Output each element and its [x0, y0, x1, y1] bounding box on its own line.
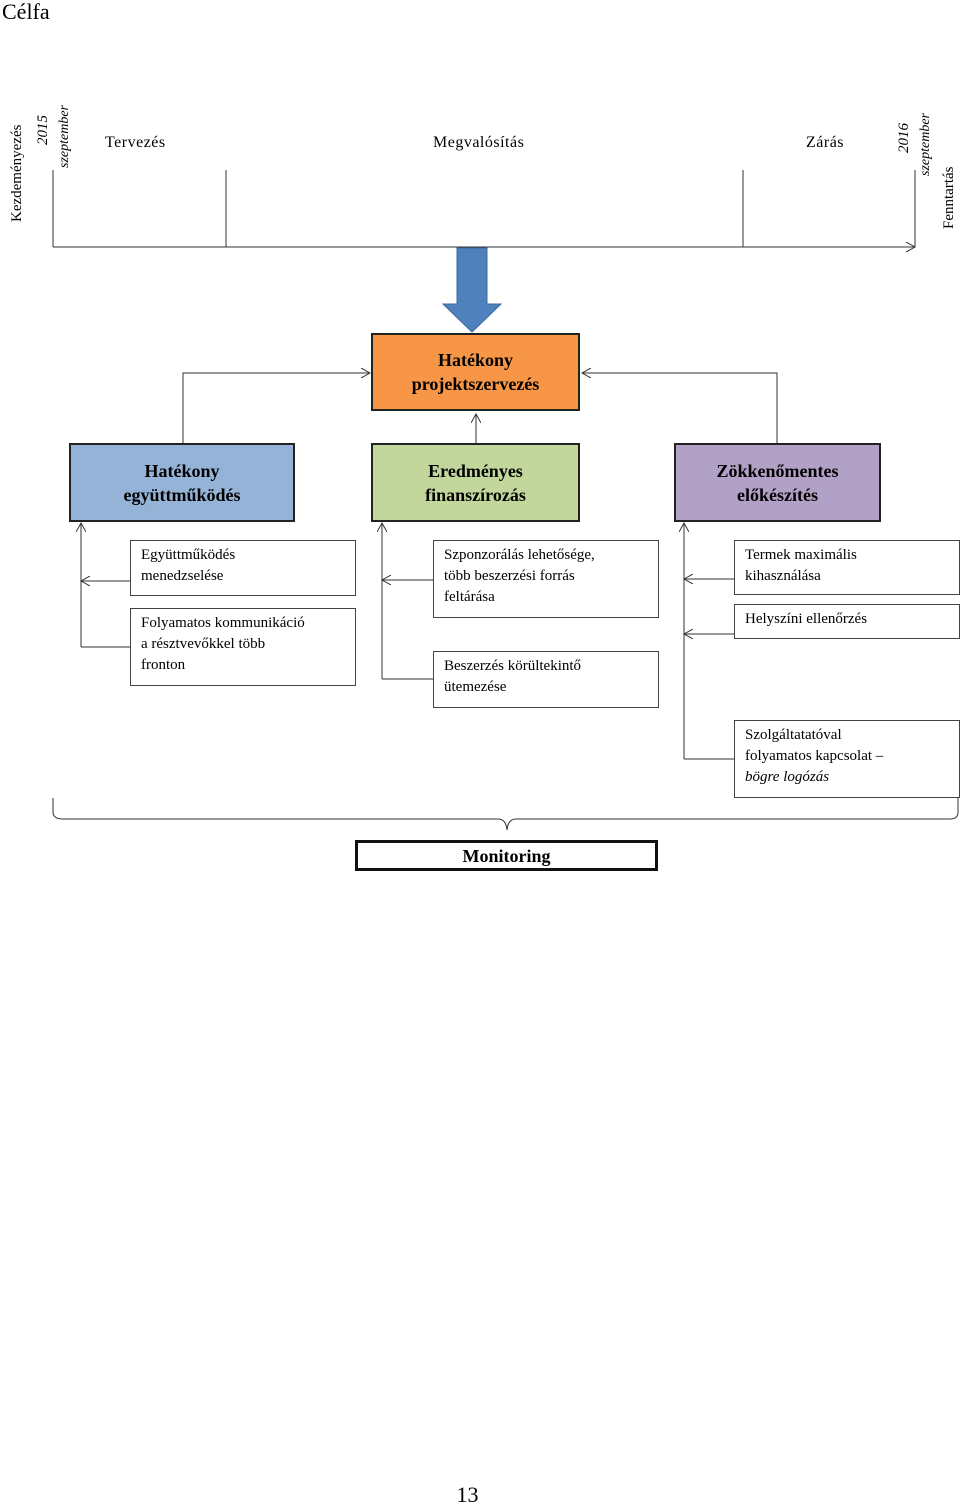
monitoring-box: Monitoring: [355, 840, 658, 871]
pillar-line-1: Eredményes: [428, 460, 523, 481]
note-line: Folyamatos kommunikáció: [141, 615, 305, 631]
goal-line-2: projektszervezés: [411, 374, 540, 394]
note-line: több beszerzési forrás: [444, 568, 575, 584]
note-line: folyamatos kapcsolat –: [745, 748, 884, 764]
phase-label-implementation: Megvalósítás: [433, 134, 525, 151]
page-number: 13: [456, 1482, 479, 1507]
pillar-box-financing: Eredményes finanszírozás: [371, 443, 580, 522]
phase-label-planning: Tervezés: [105, 134, 166, 151]
goal-box: Hatékony projektszervezés: [371, 333, 580, 411]
note-box: Beszerzés körültekintő ütemezése: [433, 651, 659, 708]
timeline-end-event: Fenntartás: [941, 166, 957, 229]
note-line: menedzselése: [141, 568, 224, 584]
note-box: Folyamatos kommunikáció a résztvevőkkel …: [130, 608, 356, 686]
note-line: kihasználása: [745, 568, 821, 584]
pillar-line-1: Zökkenőmentes: [716, 460, 839, 481]
note-line: ütemezése: [444, 679, 507, 695]
timeline-end-month: szeptember: [918, 113, 933, 176]
pillar-line-2: előkészítés: [737, 484, 818, 505]
goal-line-1: Hatékony: [437, 350, 513, 370]
note-box: Termek maximális kihasználása: [734, 540, 960, 595]
timeline-start-month: szeptember: [57, 105, 72, 168]
pillar-box-preparation: Zökkenőmentes előkészítés: [674, 443, 881, 522]
note-line: Szolgáltatatóval: [745, 727, 842, 743]
timeline-start-year: 2015: [35, 115, 51, 145]
note-line: feltárása: [444, 589, 495, 605]
timeline-axis: [52, 170, 915, 247]
phase-label-closing: Zárás: [806, 134, 845, 151]
note-box: Szponzorálás lehetősége, több beszerzési…: [433, 540, 659, 618]
pillar-line-1: Hatékony: [144, 460, 220, 481]
note-line: fronton: [141, 657, 186, 673]
note-line: Együttműködés: [141, 547, 236, 563]
note-line: Termek maximális: [745, 547, 857, 563]
note-line: Beszerzés körültekintő: [444, 658, 582, 674]
note-line: Szponzorálás lehetősége,: [444, 547, 595, 563]
timeline-end-year: 2016: [896, 123, 912, 153]
monitoring-brace: [52, 798, 959, 831]
note-line: bögre logózás: [745, 769, 830, 785]
note-line: a résztvevőkkel több: [141, 636, 266, 652]
note-box: Együttműködés menedzselése: [130, 540, 356, 596]
pillar-line-2: finanszírozás: [425, 484, 526, 505]
timeline-start-event: Kezdeményezés: [9, 124, 25, 222]
page-heading: Célfa: [2, 0, 50, 24]
pillar-line-2: együttműködés: [123, 484, 241, 505]
note-line: Helyszíni ellenőrzés: [745, 611, 868, 627]
note-box: Szolgáltatatóval folyamatos kapcsolat – …: [734, 720, 960, 798]
down-arrow-icon: [441, 247, 503, 333]
note-box: Helyszíni ellenőrzés: [734, 604, 960, 639]
pillar-box-cooperation: Hatékony együttműködés: [69, 443, 295, 522]
